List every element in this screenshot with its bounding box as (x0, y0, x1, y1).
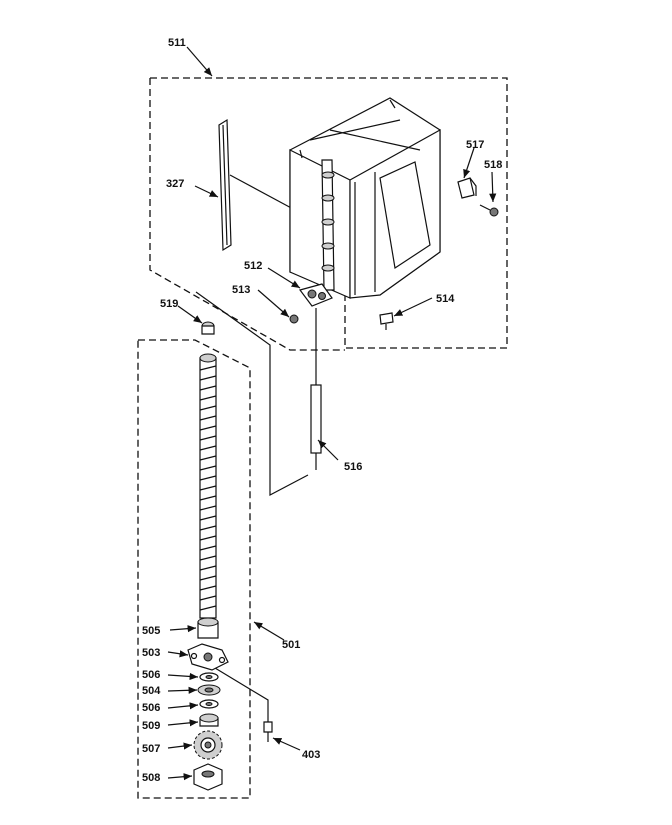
part-327-strip (218, 118, 232, 252)
label-503: 503 (142, 647, 160, 659)
part-504-bearing (197, 684, 221, 696)
part-506a-washer (199, 672, 219, 682)
part-516-rod (310, 308, 322, 470)
label-518: 518 (484, 159, 502, 171)
rod-connector-line (195, 291, 309, 496)
label-501: 501 (282, 639, 300, 651)
label-511: 511 (168, 37, 186, 49)
label-504: 504 (142, 685, 161, 697)
part-518-screw (479, 204, 499, 217)
label-507: 507 (142, 743, 160, 755)
part-513-pin (289, 314, 299, 324)
label-519: 519 (160, 298, 178, 310)
lead-screw (199, 353, 217, 619)
label-403: 403 (302, 749, 320, 761)
label-513: 513 (232, 284, 250, 296)
part-519-cap (201, 321, 215, 335)
part-509-spacer (199, 713, 219, 727)
assembly-511-boundary (149, 77, 508, 351)
part-506b-washer (199, 699, 219, 709)
part-507-sprocket (193, 730, 223, 760)
part-505-collar (197, 617, 219, 639)
screw-connector-line (214, 667, 269, 722)
cam-shaft (321, 159, 335, 291)
label-517: 517 (466, 139, 484, 151)
leader-lines (167, 46, 497, 781)
label-509: 509 (142, 720, 160, 732)
label-508: 508 (142, 772, 160, 784)
part-517-bracket (457, 177, 477, 199)
label-506-upper: 506 (142, 669, 160, 681)
part-512-coupling (298, 283, 333, 307)
label-516: 516 (344, 461, 362, 473)
label-514: 514 (436, 293, 455, 305)
label-512: 512 (244, 260, 262, 272)
assembly-501-boundary (137, 339, 251, 799)
label-505: 505 (142, 625, 160, 637)
part-511-housing (289, 97, 441, 299)
part-508-nut (193, 763, 223, 791)
label-506-lower: 506 (142, 702, 160, 714)
label-327: 327 (166, 178, 184, 190)
part-514-screw (379, 312, 394, 330)
part-503-flange (187, 643, 229, 671)
part-403-screw (263, 721, 273, 742)
guide-connector-line (229, 174, 296, 211)
